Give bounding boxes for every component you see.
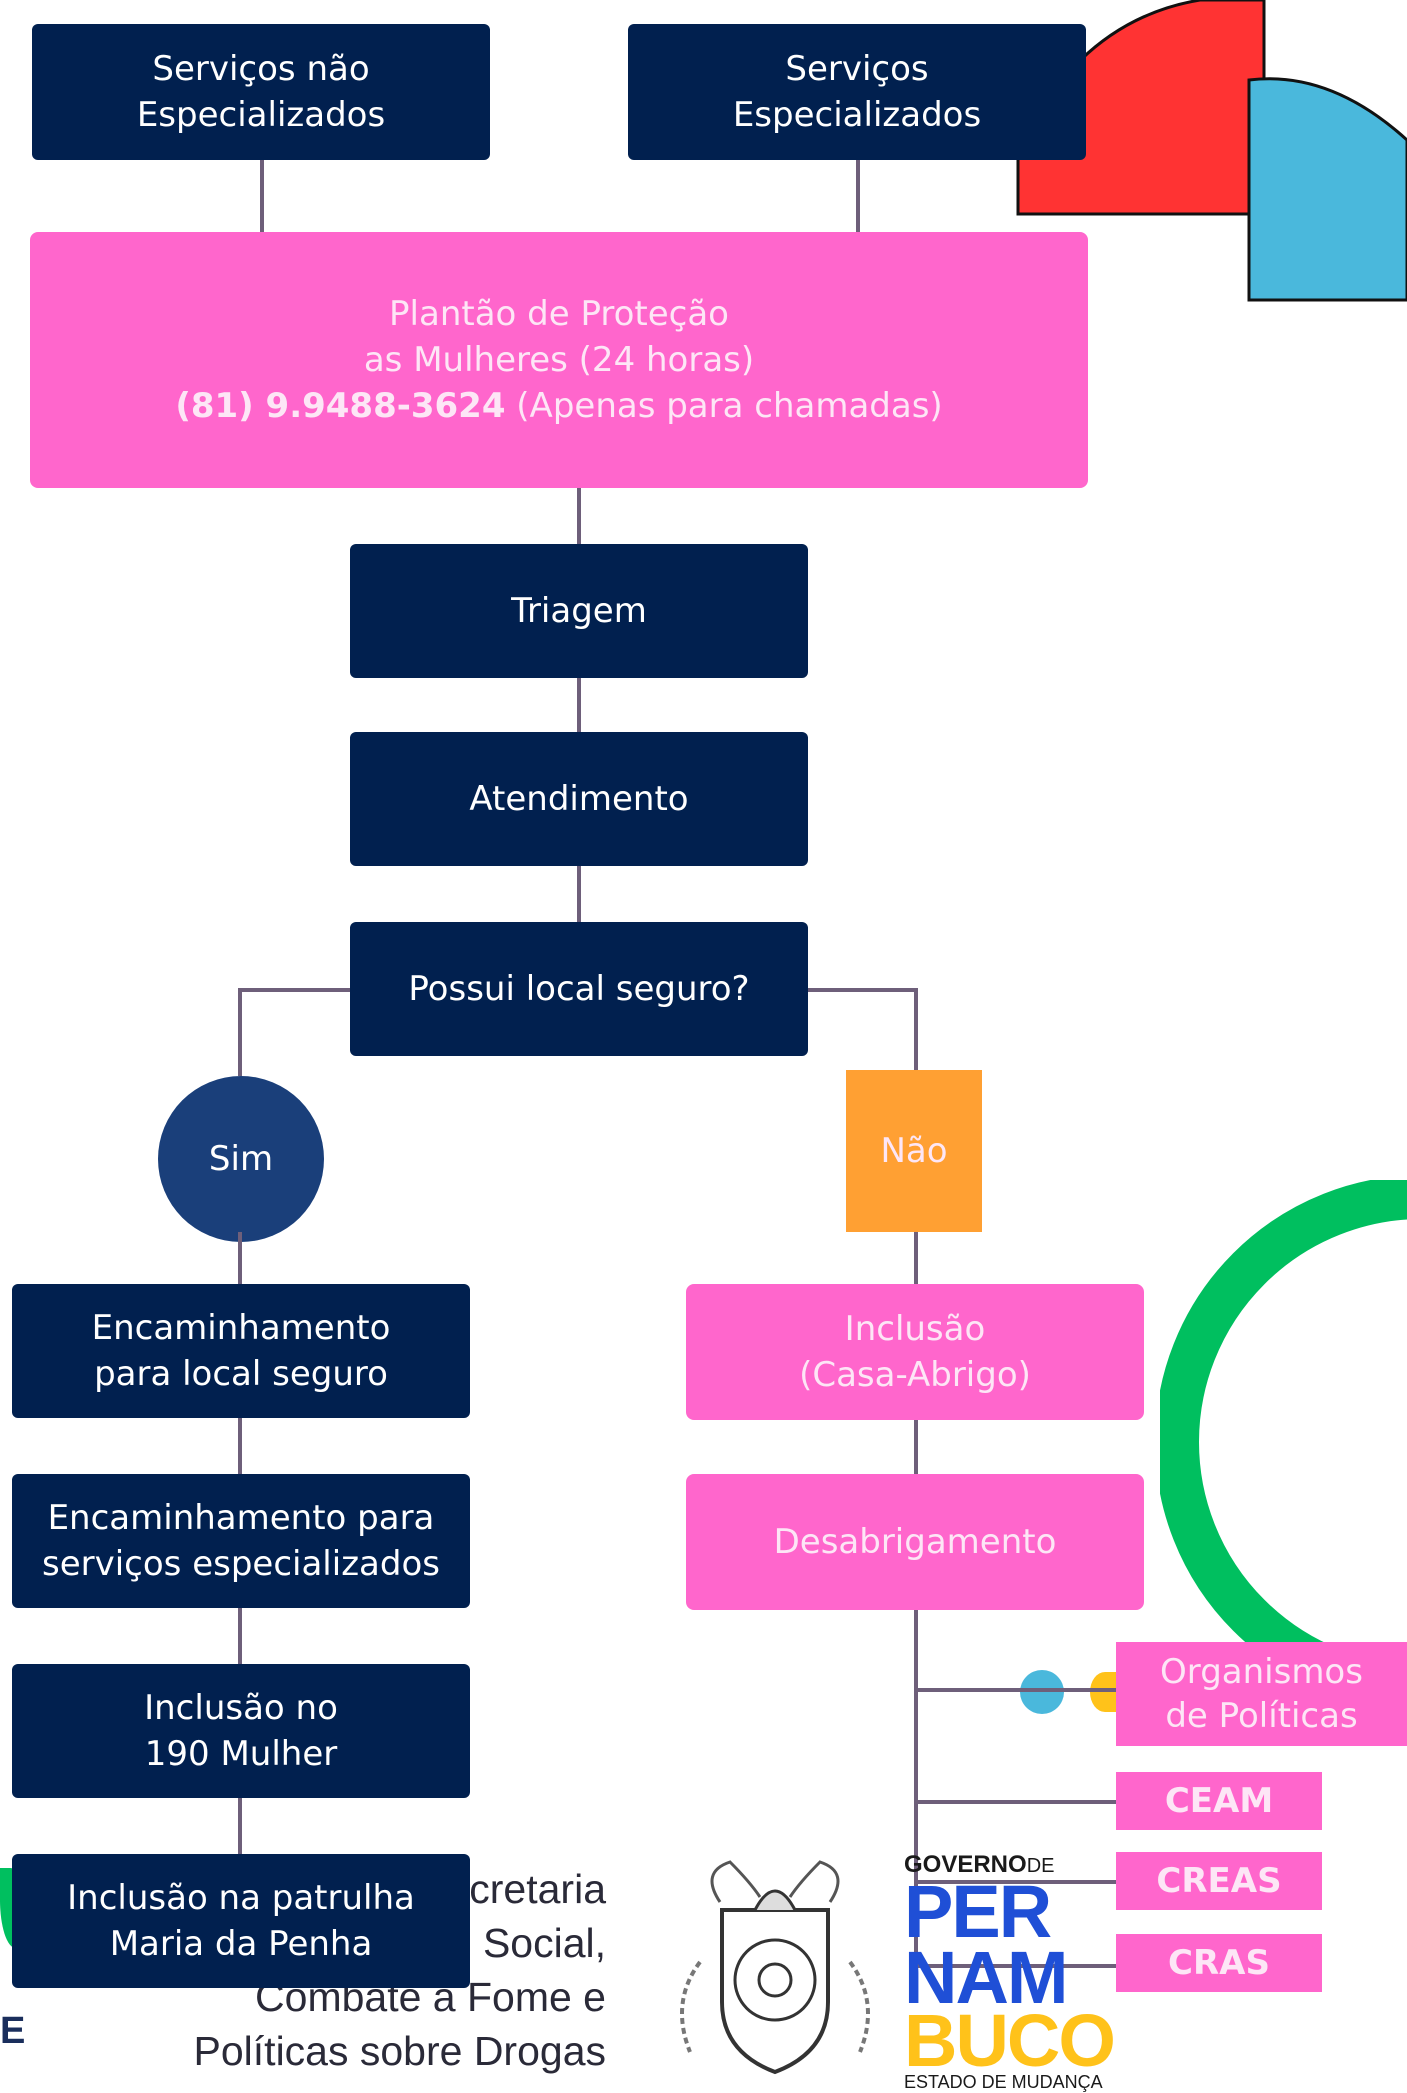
connector-line [914, 988, 918, 1072]
sim-step-3-label: Inclusão no 190 Mulher [144, 1688, 338, 1774]
connector-line [808, 988, 918, 992]
ceam-box: CEAM [1116, 1772, 1322, 1830]
logo-governo-text: GOVERNO [904, 1851, 1027, 1878]
brasao-pernambuco-logo [680, 1860, 870, 2075]
decorative-green-ring [1160, 1180, 1407, 1660]
nao-step-1-box: Inclusão (Casa-Abrigo) [686, 1284, 1144, 1420]
logo-buco-text: BUCO [904, 1999, 1116, 2082]
logo-de-text: DE [1026, 1855, 1055, 1877]
sim-circle: Sim [158, 1076, 324, 1242]
connector-line [856, 160, 860, 232]
nao-step-2-box: Desabrigamento [686, 1474, 1144, 1610]
footer-left-letter: E [0, 2010, 26, 2052]
sim-step-1-box: Encaminhamento para local seguro [12, 1284, 470, 1418]
logo-tagline: ESTADO DE MUDANÇA [904, 2072, 1103, 2092]
connector-line [914, 1420, 918, 1476]
connector-line [914, 1230, 918, 1286]
connector-line [914, 1880, 1118, 1884]
connector-line [577, 678, 581, 732]
sim-step-4-label: Inclusão na patrulha Maria da Penha [67, 1878, 415, 1964]
connector-line [577, 866, 581, 922]
connector-line [238, 988, 242, 1076]
sim-step-4-box: Inclusão na patrulha Maria da Penha [12, 1854, 470, 1988]
connector-line [577, 488, 581, 544]
pergunta-local-seguro-box: Possui local seguro? [350, 922, 808, 1056]
connector-line [238, 1232, 242, 1284]
servicos-especializados-box: Serviços Especializados [628, 24, 1086, 160]
servicos-nao-especializados-box: Serviços não Especializados [32, 24, 490, 160]
nao-box: Não [846, 1070, 982, 1232]
connector-line [238, 1608, 242, 1664]
decorative-blue-dot [1020, 1670, 1064, 1714]
connector-line [238, 988, 352, 992]
plantao-title-line1: Plantão de Proteção [389, 294, 729, 334]
organismos-label: Organismos de Políticas [1160, 1652, 1363, 1736]
creas-box: CREAS [1116, 1852, 1322, 1910]
plantao-protecao-box: Plantão de Proteção as Mulheres (24 hora… [30, 232, 1088, 488]
connector-line [238, 1418, 242, 1474]
decorative-yellow-dot [1090, 1672, 1120, 1712]
servicos-especializados-label: Serviços Especializados [732, 49, 982, 135]
triagem-box: Triagem [350, 544, 808, 678]
plantao-phone: (81) 9.9488-3624 [175, 386, 506, 426]
plantao-title-line2: as Mulheres (24 horas) [363, 340, 755, 380]
servicos-nao-especializados-label: Serviços não Especializados [136, 49, 386, 135]
sim-step-1-label: Encaminhamento para local seguro [91, 1308, 391, 1394]
cras-label: CRAS [1168, 1943, 1270, 1983]
connector-line [914, 1964, 1118, 1968]
ceam-label: CEAM [1164, 1781, 1274, 1821]
connector-line [238, 1798, 242, 1854]
triagem-label: Triagem [511, 591, 647, 631]
atendimento-box: Atendimento [350, 732, 808, 866]
connector-line [914, 1610, 918, 1968]
logo-per-text: PER [904, 1870, 1052, 1953]
sim-step-2-box: Encaminhamento para serviços especializa… [12, 1474, 470, 1608]
sim-label: Sim [208, 1139, 274, 1179]
blue-quarter-shape [1247, 77, 1407, 302]
connector-line [914, 1688, 1118, 1692]
governo-pernambuco-logo: GOVERNODE PER NAM BUCO ESTADO DE MUDANÇA [904, 1851, 1190, 2093]
atendimento-label: Atendimento [469, 779, 689, 819]
logo-nam-text: NAM [904, 1936, 1069, 2019]
connector-line [914, 1800, 1118, 1804]
connector-line [260, 160, 264, 232]
plantao-phone-note: (Apenas para chamadas) [505, 386, 943, 426]
nao-step-1-label: Inclusão (Casa-Abrigo) [799, 1309, 1031, 1395]
decorative-shapes-top [1016, 0, 1407, 302]
nao-step-2-label: Desabrigamento [773, 1522, 1057, 1562]
organismos-box: Organismos de Políticas [1116, 1642, 1407, 1746]
creas-label: CREAS [1156, 1861, 1282, 1901]
sim-step-2-label: Encaminhamento para serviços especializa… [42, 1498, 440, 1584]
nao-label: Não [880, 1131, 948, 1171]
cras-box: CRAS [1116, 1934, 1322, 1992]
pergunta-label: Possui local seguro? [408, 969, 750, 1009]
sim-step-3-box: Inclusão no 190 Mulher [12, 1664, 470, 1798]
